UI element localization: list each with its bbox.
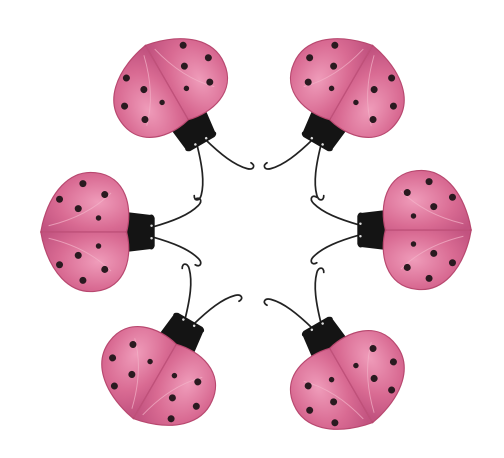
ladybug-top-left <box>92 14 278 215</box>
ladybug-middle-right <box>310 169 473 291</box>
ladybug-bottom-right <box>240 253 426 454</box>
ladybug-middle-left <box>39 171 202 293</box>
